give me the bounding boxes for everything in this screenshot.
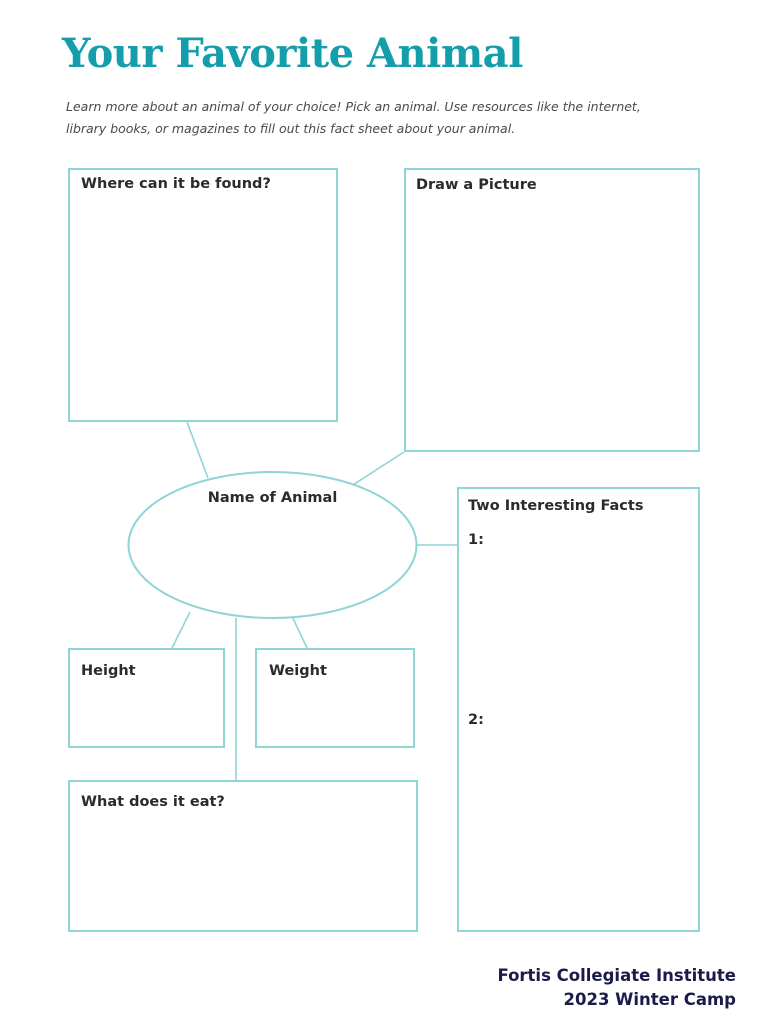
box-draw-picture[interactable] xyxy=(404,168,700,452)
fact-number-2: 2: xyxy=(468,712,484,728)
page-title: Your Favorite Animal xyxy=(62,30,523,77)
label-two-facts: Two Interesting Facts xyxy=(468,498,644,514)
box-where-found[interactable] xyxy=(68,168,338,422)
label-what-eats: What does it eat? xyxy=(81,794,225,810)
fact-number-1: 1: xyxy=(468,532,484,548)
footer-organization: Fortis Collegiate Institute xyxy=(497,966,736,985)
connector-height xyxy=(171,611,191,649)
label-height: Height xyxy=(81,663,136,679)
box-what-eats[interactable] xyxy=(68,780,418,932)
box-two-facts[interactable] xyxy=(457,487,700,932)
label-draw-picture: Draw a Picture xyxy=(416,177,537,193)
footer: Fortis Collegiate Institute 2023 Winter … xyxy=(497,964,736,1012)
center-node-label: Name of Animal xyxy=(207,490,338,506)
box-height[interactable] xyxy=(68,648,225,748)
label-where-found: Where can it be found? xyxy=(81,176,271,192)
connector-weight xyxy=(289,611,308,649)
footer-event: 2023 Winter Camp xyxy=(563,990,736,1009)
connector-where-found xyxy=(186,421,209,479)
label-weight: Weight xyxy=(269,663,327,679)
instructions-text: Learn more about an animal of your choic… xyxy=(66,99,641,136)
box-weight[interactable] xyxy=(255,648,415,748)
